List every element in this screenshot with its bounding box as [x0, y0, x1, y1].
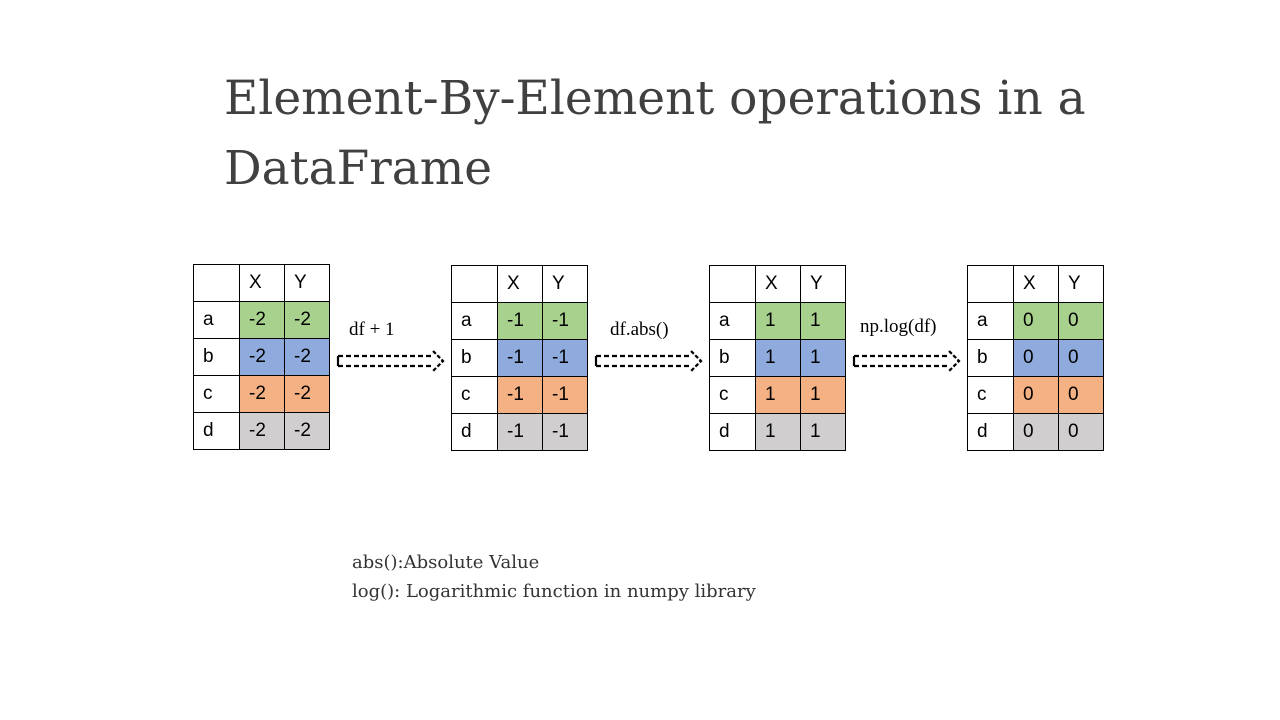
- corner-cell: [451, 265, 498, 303]
- value-cell: -2: [239, 375, 285, 413]
- value-cell: 0: [1058, 413, 1104, 451]
- value-cell: -1: [497, 302, 543, 340]
- value-cell: -2: [239, 301, 285, 339]
- table-row: a-2-2: [193, 301, 330, 339]
- value-cell: 1: [755, 339, 801, 377]
- row-label: a: [709, 302, 756, 340]
- table-row: a-1-1: [451, 302, 588, 340]
- row-label: d: [193, 412, 240, 450]
- column-header: Y: [284, 264, 330, 302]
- value-cell: 1: [800, 302, 846, 340]
- value-cell: -1: [542, 413, 588, 451]
- table-row: c-1-1: [451, 376, 588, 414]
- row-label: d: [451, 413, 498, 451]
- value-cell: 0: [1013, 302, 1059, 340]
- row-label: c: [709, 376, 756, 414]
- value-cell: -1: [542, 376, 588, 414]
- value-cell: 1: [755, 413, 801, 451]
- value-cell: 0: [1013, 413, 1059, 451]
- column-header: Y: [1058, 265, 1104, 303]
- value-cell: -1: [497, 413, 543, 451]
- value-cell: 0: [1058, 376, 1104, 414]
- row-label: b: [193, 338, 240, 376]
- value-cell: -1: [497, 339, 543, 377]
- value-cell: 1: [800, 339, 846, 377]
- operation-label: df.abs(): [610, 319, 669, 340]
- dashed-arrow-icon: [852, 350, 961, 372]
- value-cell: 0: [1013, 376, 1059, 414]
- value-cell: 1: [800, 413, 846, 451]
- corner-cell: [709, 265, 756, 303]
- column-header: Y: [542, 265, 588, 303]
- value-cell: 0: [1058, 302, 1104, 340]
- value-cell: -1: [497, 376, 543, 414]
- value-cell: -2: [239, 338, 285, 376]
- column-header: X: [497, 265, 543, 303]
- table-row: c-2-2: [193, 375, 330, 413]
- table-row: d-2-2: [193, 412, 330, 450]
- value-cell: 1: [755, 302, 801, 340]
- operation-label: df + 1: [349, 319, 395, 340]
- value-cell: -2: [284, 301, 330, 339]
- operation-label: np.log(df): [860, 316, 937, 337]
- notes: abs():Absolute Value log(): Logarithmic …: [352, 548, 756, 606]
- column-header: X: [239, 264, 285, 302]
- note-log: log(): Logarithmic function in numpy lib…: [352, 581, 756, 602]
- table-row: d-1-1: [451, 413, 588, 451]
- row-label: a: [193, 301, 240, 339]
- row-label: d: [967, 413, 1014, 451]
- value-cell: -2: [284, 375, 330, 413]
- row-label: c: [967, 376, 1014, 414]
- row-label: b: [967, 339, 1014, 377]
- column-header: X: [755, 265, 801, 303]
- corner-cell: [967, 265, 1014, 303]
- row-label: a: [967, 302, 1014, 340]
- table-row: b-1-1: [451, 339, 588, 377]
- value-cell: -2: [239, 412, 285, 450]
- row-label: a: [451, 302, 498, 340]
- row-label: b: [451, 339, 498, 377]
- row-label: c: [193, 375, 240, 413]
- value-cell: 0: [1058, 339, 1104, 377]
- column-header: Y: [800, 265, 846, 303]
- dashed-arrow-icon: [336, 350, 445, 372]
- row-label: b: [709, 339, 756, 377]
- table-row: b-2-2: [193, 338, 330, 376]
- value-cell: -2: [284, 412, 330, 450]
- row-label: c: [451, 376, 498, 414]
- column-header: X: [1013, 265, 1059, 303]
- value-cell: -1: [542, 302, 588, 340]
- dashed-arrow-icon: [594, 350, 703, 372]
- value-cell: -1: [542, 339, 588, 377]
- value-cell: 0: [1013, 339, 1059, 377]
- note-abs: abs():Absolute Value: [352, 552, 540, 573]
- value-cell: -2: [284, 338, 330, 376]
- row-label: d: [709, 413, 756, 451]
- corner-cell: [193, 264, 240, 302]
- page-title: Element-By-Element operations in a DataF…: [224, 71, 1086, 196]
- value-cell: 1: [755, 376, 801, 414]
- value-cell: 1: [800, 376, 846, 414]
